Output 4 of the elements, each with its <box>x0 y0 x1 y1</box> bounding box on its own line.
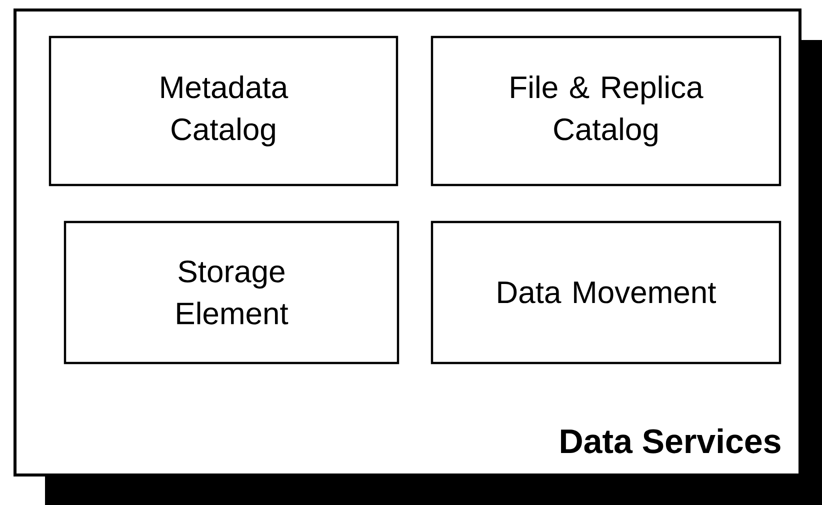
component-box: File & Replica Catalog <box>430 36 782 186</box>
component-box: Data Movement <box>430 220 782 364</box>
component-box: Storage Element <box>64 220 400 364</box>
component-box: Metadata Catalog <box>48 36 398 186</box>
